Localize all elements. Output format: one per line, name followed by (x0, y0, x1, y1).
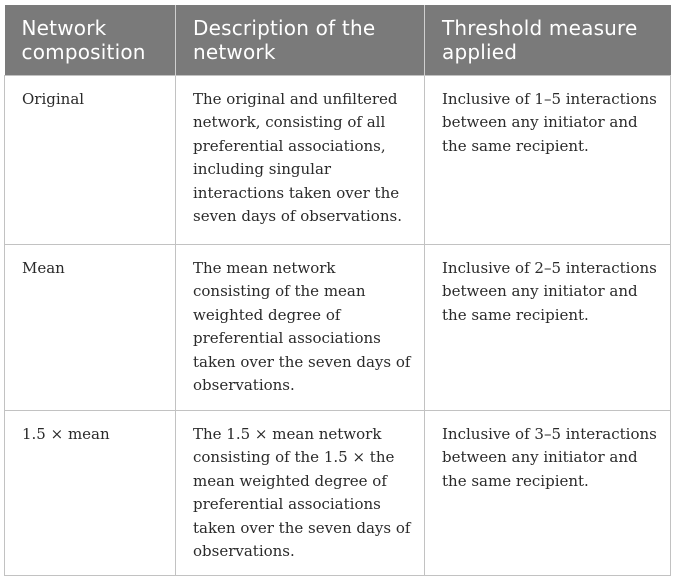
cell-description: The 1.5 × mean network consisting of the… (175, 409, 425, 576)
network-threshold-table-container: Network composition Description of the n… (4, 5, 671, 576)
header-threshold: Threshold measure applied (424, 5, 671, 75)
table-row: Mean The mean network consisting of the … (4, 243, 671, 411)
table-header: Network composition Description of the n… (4, 5, 671, 75)
network-threshold-table: Network composition Description of the n… (4, 5, 671, 576)
header-row: Network composition Description of the n… (4, 5, 671, 75)
cell-composition: 1.5 × mean (4, 409, 176, 576)
cell-composition: Mean (4, 243, 176, 411)
table-row: Original The original and unfiltered net… (4, 74, 671, 245)
cell-threshold: Inclusive of 1–5 interactions between an… (424, 74, 671, 245)
cell-composition: Original (4, 74, 176, 245)
table-row: 1.5 × mean The 1.5 × mean network consis… (4, 409, 671, 576)
table-body: Original The original and unfiltered net… (4, 74, 671, 576)
cell-description: The original and unfiltered network, con… (175, 74, 425, 245)
header-description: Description of the network (175, 5, 425, 75)
cell-threshold: Inclusive of 2–5 interactions between an… (424, 243, 671, 411)
cell-threshold: Inclusive of 3–5 interactions between an… (424, 409, 671, 576)
header-network-composition: Network composition (4, 5, 176, 75)
cell-description: The mean network consisting of the mean … (175, 243, 425, 411)
